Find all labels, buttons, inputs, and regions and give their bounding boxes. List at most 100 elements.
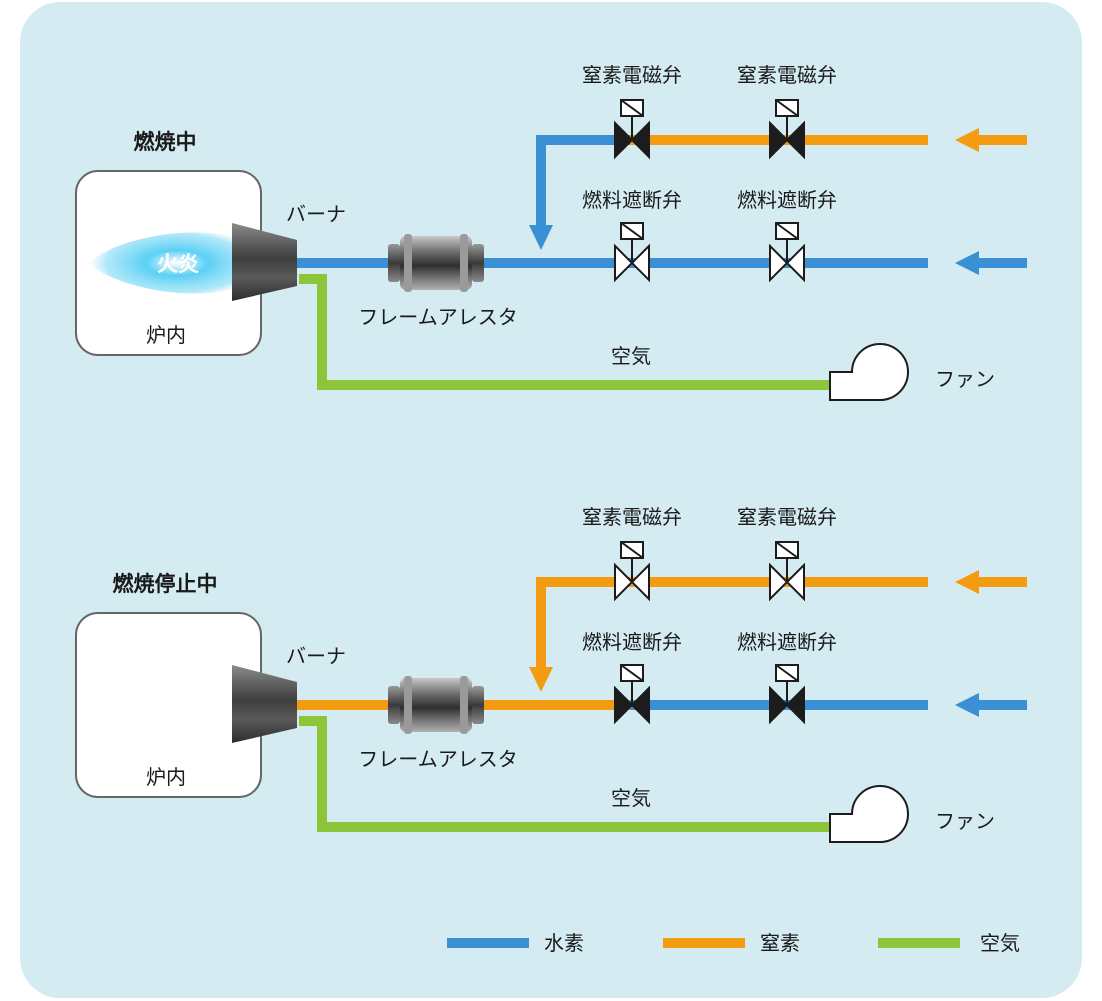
air-label: 空気	[611, 786, 651, 810]
arrestor-ring-right	[460, 234, 468, 292]
legend-label: 空気	[980, 931, 1020, 955]
nitrogen-valve-label: 窒素電磁弁	[582, 505, 682, 529]
burner-icon	[232, 665, 297, 743]
fan-icon	[829, 785, 909, 843]
nitrogen-inlet-arrow-icon-shaft	[975, 577, 1027, 587]
fuel-valve-label: 燃料遮断弁	[582, 630, 682, 654]
branch-line	[536, 577, 630, 667]
arrestor-body	[400, 236, 472, 290]
nitrogen-valve-2-left-wedge	[769, 120, 789, 160]
arrestor-body	[400, 678, 472, 732]
flame-arrestor	[388, 234, 484, 292]
nitrogen-valve-2-actuator-slash	[775, 99, 799, 117]
branch-arrow-icon	[529, 667, 553, 692]
flame: 火炎	[88, 232, 236, 294]
fuel-valve-label: 燃料遮断弁	[737, 630, 837, 654]
fuel-valve-2-actuator-slash	[775, 222, 799, 240]
arrestor-flange-left	[388, 686, 400, 724]
burner-label: バーナ	[286, 202, 346, 226]
hydrogen-inlet-arrow-icon	[955, 693, 1027, 717]
nitrogen-valve-1	[614, 99, 650, 160]
fuel-valve-1-actuator-slash	[620, 222, 644, 240]
arrestor-flange-left	[388, 244, 400, 282]
nitrogen-valve-2	[769, 99, 805, 160]
nitrogen-valve-2-right-wedge	[785, 562, 805, 602]
arrestor-label: フレームアレスタ	[358, 747, 517, 771]
fuel-valve-1-right-wedge	[630, 243, 650, 283]
nitrogen-valve-1-right-wedge	[630, 562, 650, 602]
furnace-label: 炉内	[146, 323, 186, 347]
fuel-valve-1	[614, 222, 650, 283]
arrestor-ring-left	[404, 676, 412, 734]
air-line	[299, 716, 830, 832]
nitrogen-valve-1-right-wedge	[630, 120, 650, 160]
legend-swatch	[447, 938, 529, 948]
arrestor-ring-right	[460, 676, 468, 734]
nitrogen-inlet-arrow-icon-shaft	[975, 135, 1027, 145]
legend-label: 水素	[544, 931, 584, 955]
nitrogen-valve-2-left-wedge	[769, 562, 789, 602]
hydrogen-inlet-arrow-icon-shaft	[975, 258, 1027, 268]
legend-swatch	[878, 938, 960, 948]
arrestor-flange-right	[472, 686, 484, 724]
fan-label: ファン	[935, 809, 995, 833]
fuel-valve-2-actuator-slash	[775, 664, 799, 682]
nitrogen-inlet-arrow-icon-head	[955, 128, 979, 152]
furnace-label: 炉内	[146, 765, 186, 789]
nitrogen-valve-1-actuator-slash	[620, 99, 644, 117]
flame-shape	[88, 232, 236, 294]
state-title: 燃焼停止中	[113, 572, 218, 596]
flame-label: 火炎	[157, 252, 199, 276]
nitrogen-valve-1-left-wedge	[614, 562, 634, 602]
nitrogen-valve-label: 窒素電磁弁	[737, 63, 837, 87]
nitrogen-valve-label: 窒素電磁弁	[737, 505, 837, 529]
legend-swatch	[663, 938, 745, 948]
burner-icon	[232, 223, 297, 301]
nitrogen-inlet-arrow-icon-head	[955, 570, 979, 594]
fuel-valve-1	[614, 664, 650, 725]
fuel-valve-1-actuator-slash	[620, 664, 644, 682]
arrestor-label: フレームアレスタ	[358, 305, 517, 329]
fuel-valve-label: 燃料遮断弁	[737, 188, 837, 212]
burner-label: バーナ	[286, 644, 346, 668]
nitrogen-valve-2	[769, 541, 805, 602]
nitrogen-inlet-arrow-icon	[955, 128, 1027, 152]
nitrogen-valve-1	[614, 541, 650, 602]
air-label: 空気	[611, 344, 651, 368]
fuel-valve-1-right-wedge	[630, 685, 650, 725]
state-title: 燃焼中	[134, 130, 197, 154]
legend-label: 窒素	[760, 931, 800, 955]
fuel-valve-1-left-wedge	[614, 243, 634, 283]
fuel-valve-2-left-wedge	[769, 685, 789, 725]
fuel-valve-2-right-wedge	[785, 243, 805, 283]
nitrogen-inlet-arrow-icon	[955, 570, 1027, 594]
arrestor-ring-left	[404, 234, 412, 292]
nitrogen-valve-1-actuator-slash	[620, 541, 644, 559]
fuel-valve-2-right-wedge	[785, 685, 805, 725]
fan-label: ファン	[935, 367, 995, 391]
hydrogen-inlet-arrow-icon	[955, 251, 1027, 275]
nitrogen-valve-label: 窒素電磁弁	[582, 63, 682, 87]
branch-arrow-icon	[529, 225, 553, 250]
fuel-valve-2	[769, 664, 805, 725]
fuel-valve-label: 燃料遮断弁	[582, 188, 682, 212]
hydrogen-inlet-arrow-icon-shaft	[975, 700, 1027, 710]
fan-icon	[829, 343, 909, 401]
branch-line	[536, 135, 630, 225]
flame-arrestor	[388, 676, 484, 734]
nitrogen-valve-1-left-wedge	[614, 120, 634, 160]
air-line	[299, 274, 830, 390]
legend: 水素 窒素 空気	[447, 931, 1020, 955]
hydrogen-inlet-arrow-icon-head	[955, 251, 979, 275]
fuel-valve-1-left-wedge	[614, 685, 634, 725]
nitrogen-valve-2-actuator-slash	[775, 541, 799, 559]
hydrogen-inlet-arrow-icon-head	[955, 693, 979, 717]
nitrogen-valve-2-right-wedge	[785, 120, 805, 160]
fuel-valve-2-left-wedge	[769, 243, 789, 283]
arrestor-flange-right	[472, 244, 484, 282]
fuel-valve-2	[769, 222, 805, 283]
